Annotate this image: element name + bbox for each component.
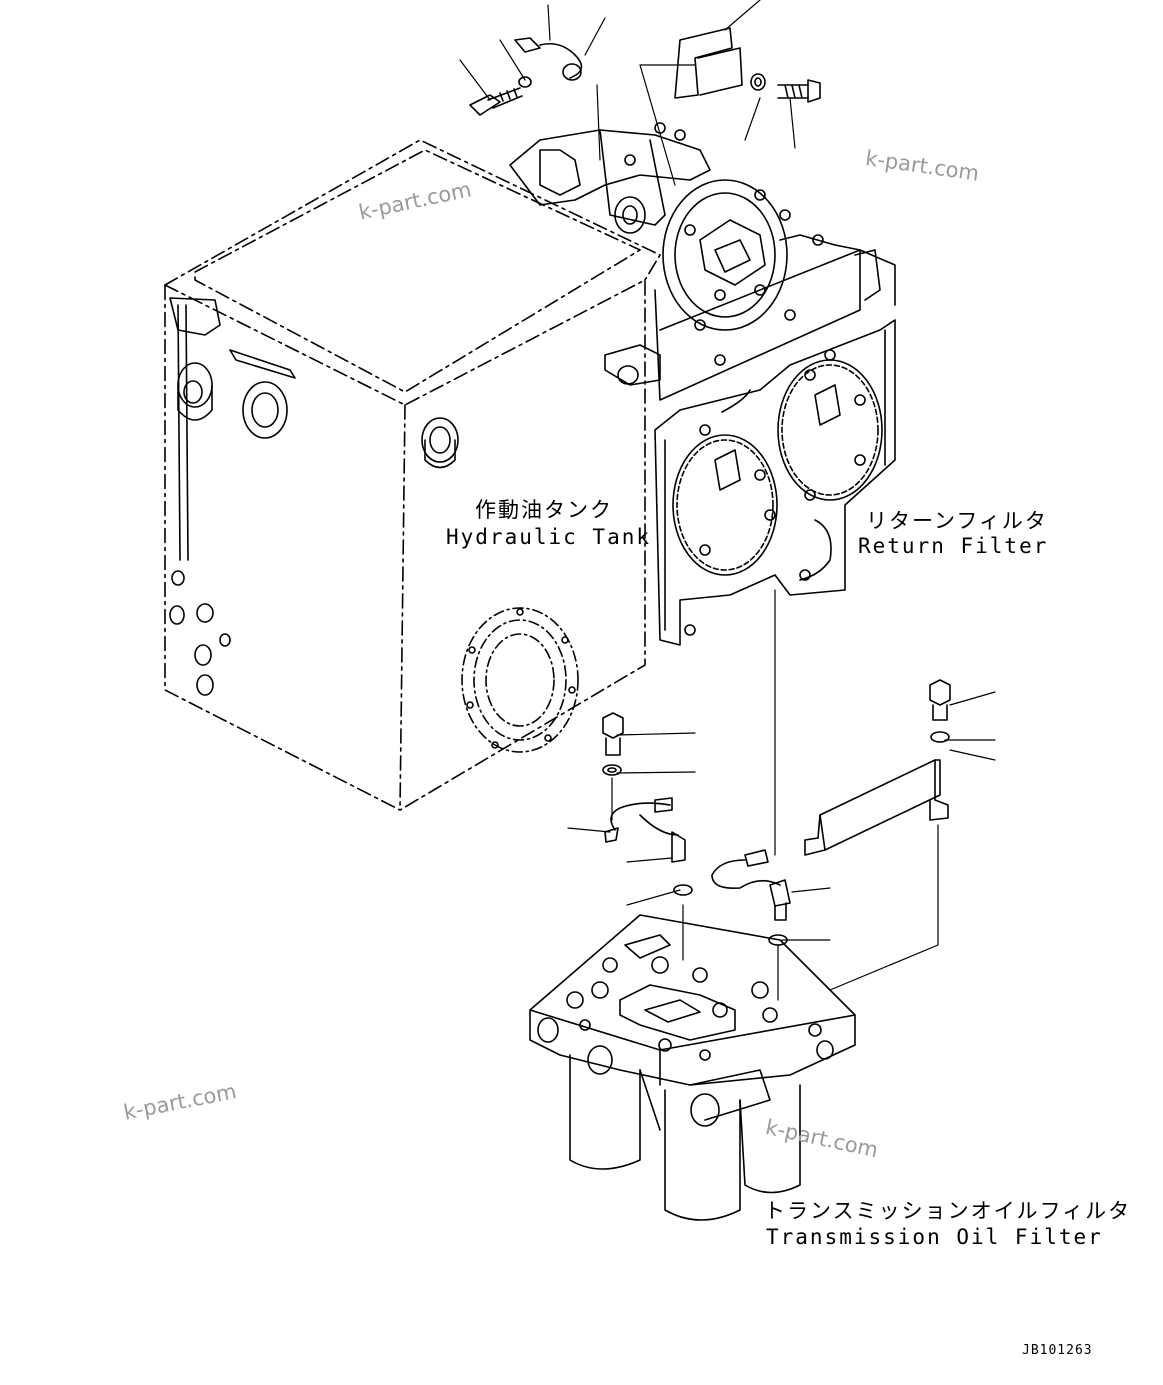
- return-filter: [654, 319, 896, 646]
- transmission-filter-label-en: Transmission Oil Filter: [766, 1225, 1103, 1249]
- transmission-oil-filter: [529, 914, 856, 1221]
- lower-fasteners: [602, 679, 951, 946]
- pump-assembly: [509, 122, 896, 401]
- transmission-filter-label-jp: トランスミッションオイルフィルタ: [764, 1199, 1132, 1223]
- return-filter-label-jp: リターンフィルタ: [866, 509, 1048, 533]
- leader-lines: [459, 0, 996, 1001]
- drawing-code: JB101263: [1022, 1343, 1093, 1358]
- return-filter-label-en: Return Filter: [858, 534, 1049, 558]
- top-fasteners: [469, 27, 821, 116]
- hydraulic-tank-label-en: Hydraulic Tank: [446, 525, 652, 549]
- hydraulic-tank: [164, 139, 661, 811]
- hydraulic-tank-label-jp: 作動油タンク: [475, 498, 613, 522]
